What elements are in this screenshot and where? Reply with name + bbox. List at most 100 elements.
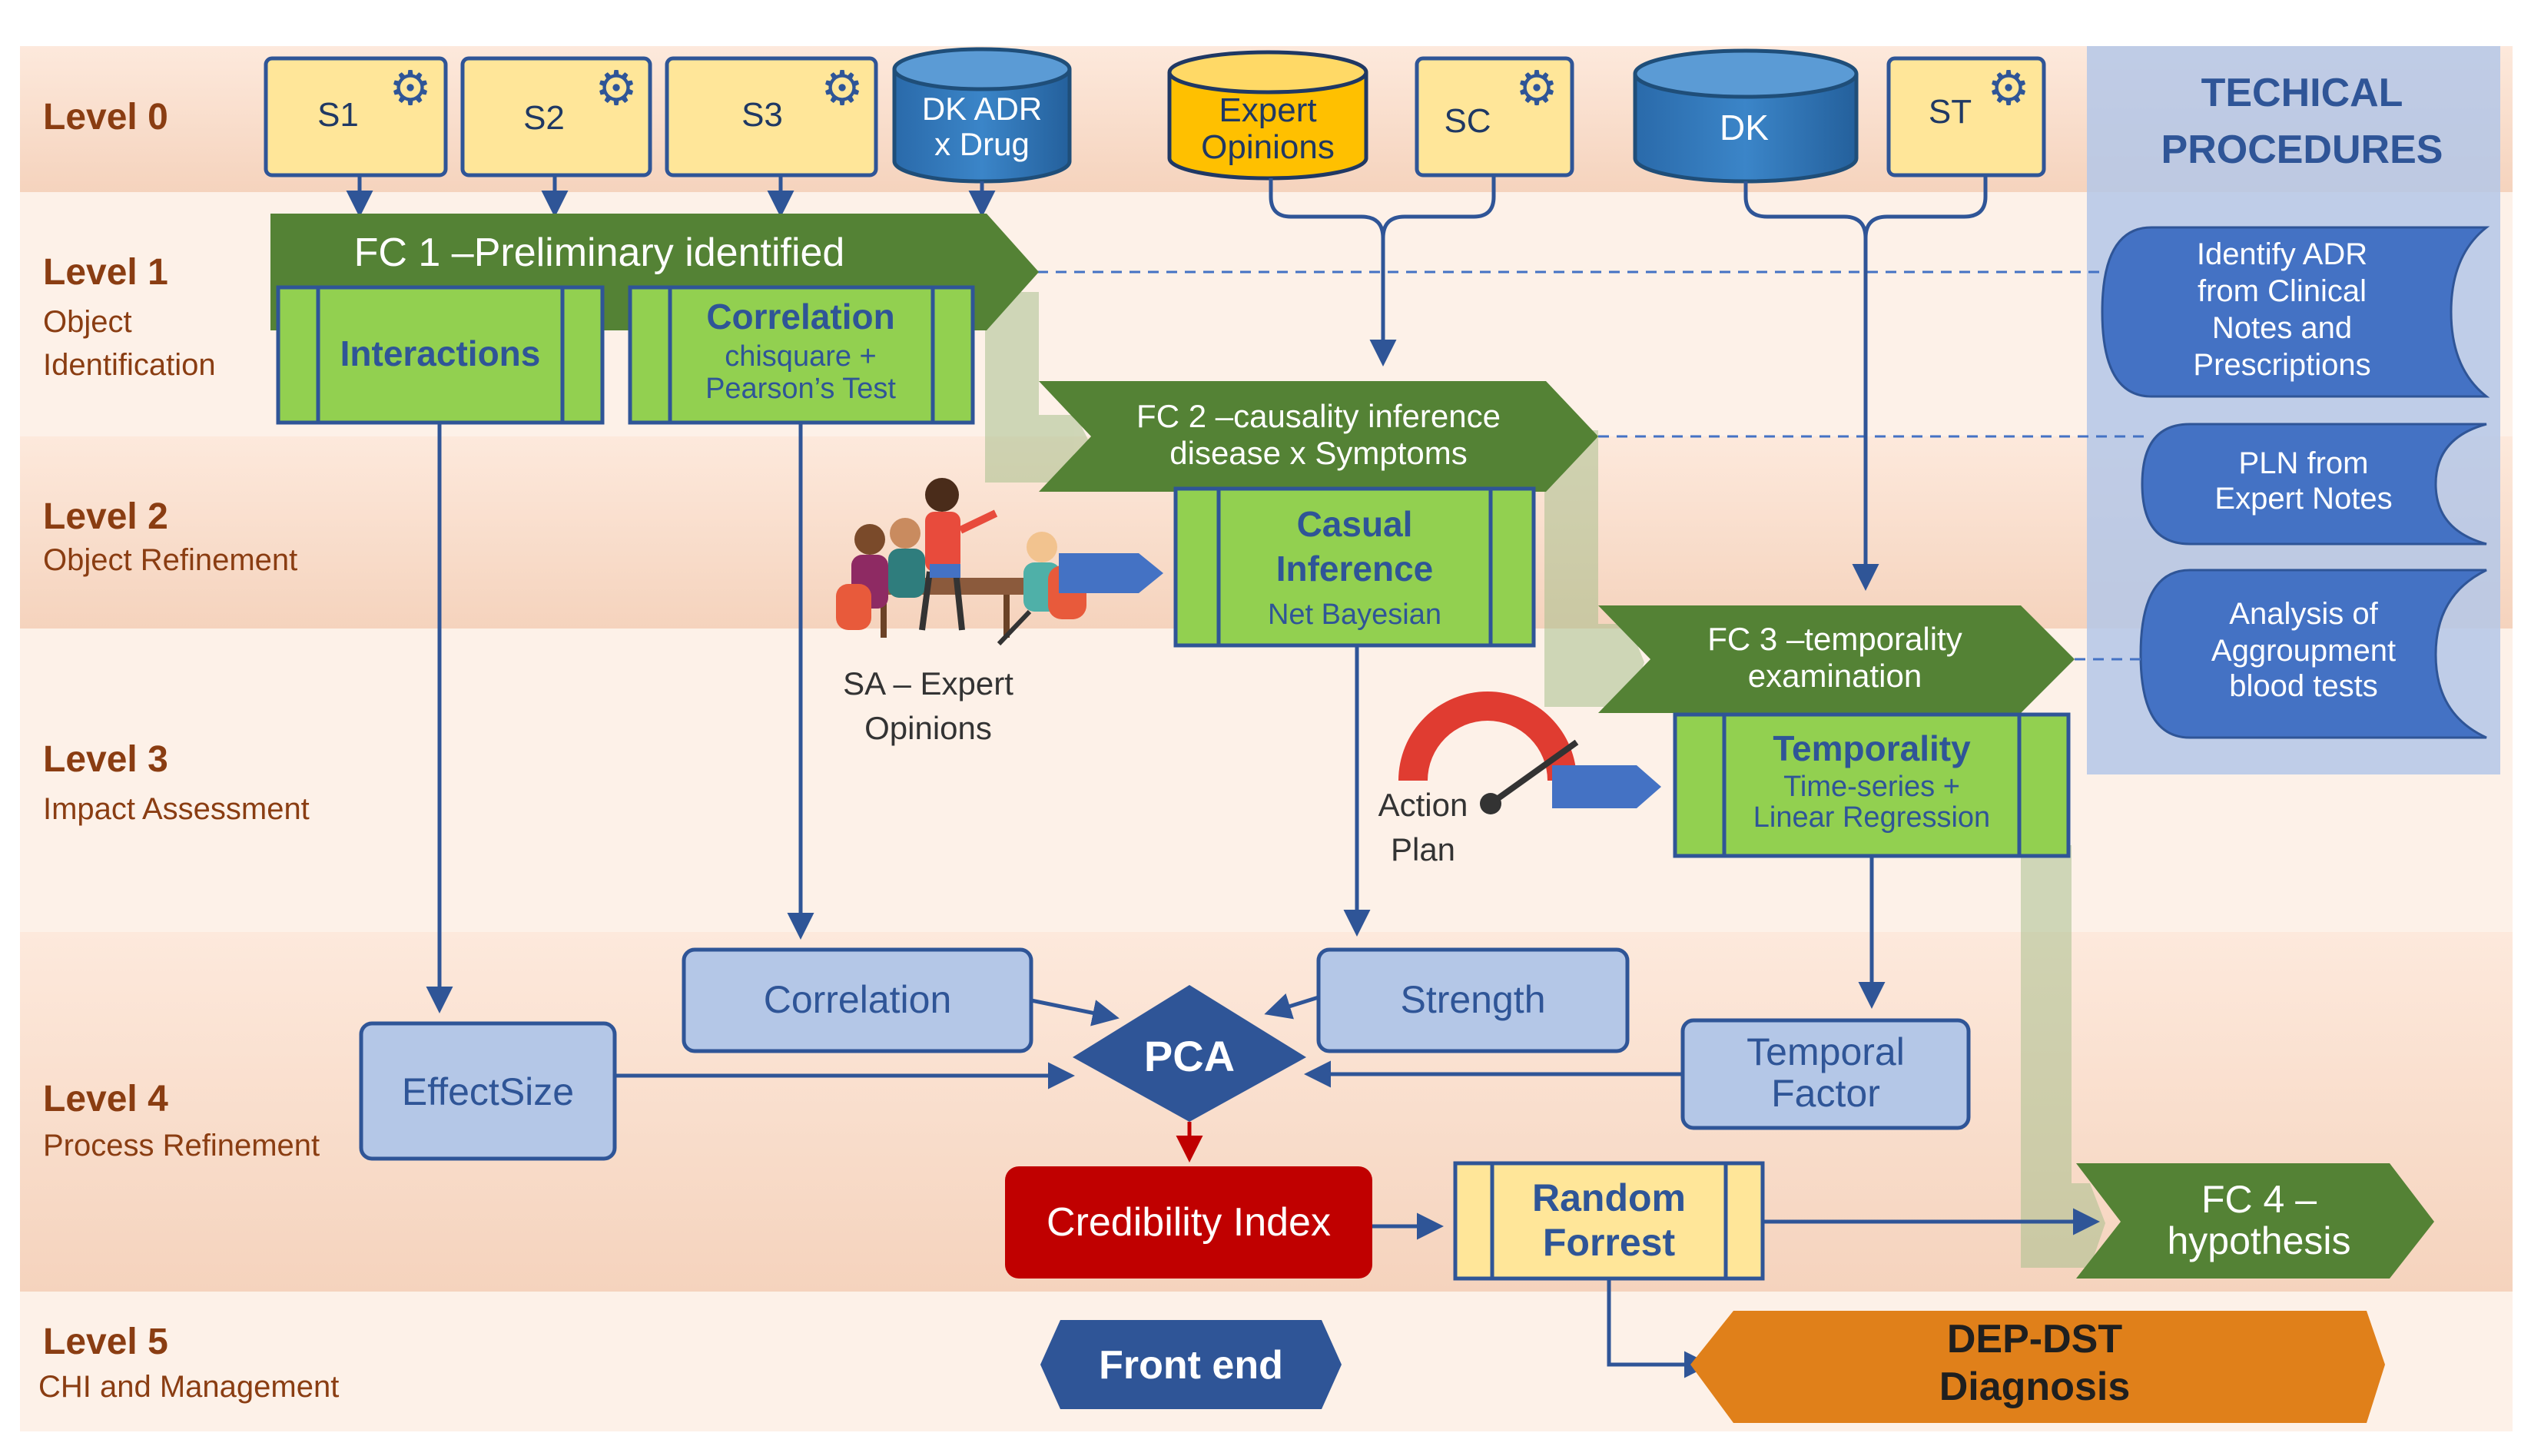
tech-item-1-line-1: Identify ADR [2197,237,2367,271]
source-st: ST ⚙ [1886,56,2046,177]
source-s1: S1 ⚙ [264,56,448,177]
db-expert-line-2: Opinions [1201,128,1335,166]
db-dk-adr-line-1: DK ADR [922,91,1042,127]
person-body-2 [888,549,925,598]
merge-expert-sc [1269,178,1397,366]
flow-ribbons [985,292,2105,1268]
person-body-3 [925,512,960,572]
level-1-subtitle: Object [43,305,132,339]
factor-temporal: Temporal Factor [1680,1018,1971,1130]
process-random-forest: Random Forrest [1453,1161,1765,1281]
level-4-subtitle: Process Refinement [43,1129,320,1162]
sa-expert-line-2: Opinions [864,710,992,746]
level-0-title: Level 0 [43,97,168,138]
temporality-sub-1: Time-series + [1783,771,1960,803]
arrow-correlation-pca [1030,998,1120,1026]
ribbon-fc3-fc4-bottom [2021,1183,2105,1268]
pca-diamond: PCA [1073,985,1306,1122]
fc4-label-line-2: hypothesis [2167,1219,2350,1262]
front-end-output: Front end [1040,1320,1342,1409]
temporal-line-2: Factor [1771,1072,1880,1115]
tech-item-3-line-2: Aggroupment [2211,634,2396,668]
source-st-label: ST [1929,93,1972,131]
db-expert-line-1: Expert [1219,91,1316,129]
fc2-banner: FC 2 –causality inference disease x Symp… [1039,381,1598,492]
interactions-label: Interactions [340,333,541,373]
laptop [930,564,960,578]
fc4-banner: FC 4 – hypothesis [2076,1163,2434,1279]
random-forest-line-2: Forrest [1543,1221,1676,1264]
gear-icon: ⚙ [821,62,864,115]
gear-icon: ⚙ [389,62,432,115]
gear-icon: ⚙ [1987,62,2030,115]
database-expert-opinions: Expert Opinions [1167,50,1368,181]
source-s3-label: S3 [741,96,783,134]
fc3-banner: FC 3 –temporality examination [1598,605,2075,713]
person-head-2 [890,518,921,549]
level-5-title: Level 5 [43,1322,168,1362]
ribbon-fc2-fc3-bottom [1544,624,1644,707]
person-head-4 [1027,532,1057,562]
db-dk-label: DK [1720,108,1769,148]
dep-dst-line-1: DEP-DST [1947,1317,2122,1361]
source-s2-label: S2 [523,99,565,137]
tech-item-2-line-2: Expert Notes [2214,482,2392,516]
action-plan-line-1: Action [1378,787,1468,823]
fc3-label-line-1: FC 3 –temporality [1707,621,1962,657]
casual-title-line-1: Casual [1297,504,1413,544]
fc4-label-line-1: FC 4 – [2201,1178,2317,1221]
pca-connectors [615,993,1683,1090]
tech-item-3-line-1: Analysis of [2229,597,2378,631]
factor-strength: Strength [1316,947,1630,1053]
merge-dk-st [1743,181,1879,591]
level-labels: Level 0 Level 1 Object Identification Le… [38,97,339,1404]
strength-label: Strength [1400,978,1545,1021]
random-forest-line-1: Random [1532,1176,1686,1219]
gear-icon: ⚙ [1515,62,1558,115]
source-s3: S3 ⚙ [665,56,878,177]
source-s1-label: S1 [317,96,359,134]
tech-title-line-2: PROCEDURES [2161,128,2443,172]
tech-item-2-line-1: PLN from [2239,446,2369,480]
tech-item-1-line-3: Notes and [2212,311,2352,345]
person-head-3 [925,478,959,512]
gauge-icon [1398,692,1579,814]
db-dk-adr-line-2: x Drug [934,126,1030,162]
tech-item-1-line-2: from Clinical [2198,274,2367,308]
sa-expert-pointer [1059,553,1163,593]
process-interactions: Interactions [276,285,605,425]
action-plan-line-2: Plan [1391,831,1455,867]
level-2-subtitle: Object Refinement [43,543,297,577]
arrow-forest-dep-dst [1607,1279,1711,1378]
merge-st-branch [1863,175,1988,239]
level-3-title: Level 3 [43,739,168,780]
technical-procedures-panel: TECHICAL PROCEDURES Identify ADR from Cl… [2087,46,2500,774]
source-s2: S2 ⚙ [460,56,652,177]
fc2-label-line-1: FC 2 –causality inference [1136,398,1501,434]
person-head-1 [854,524,885,555]
temporality-sub-2: Linear Regression [1753,801,1990,834]
correlation-sub-1: chisquare + [725,340,877,373]
casual-sub: Net Bayesian [1268,599,1441,631]
tech-item-blood-tests: Analysis of Aggroupment blood tests [2139,569,2487,739]
fc2-label-line-2: disease x Symptoms [1169,435,1467,471]
ribbon-fc3-fc4 [2021,845,2072,1268]
process-connectors [426,423,1886,1013]
sa-expert-line-1: SA – Expert [843,665,1013,701]
level-3-subtitle: Impact Assessment [43,792,310,826]
level-1-subtitle-2: Identification [43,348,216,382]
level-1-title: Level 1 [43,252,168,293]
tech-dashed-links [1037,270,2144,661]
tech-item-1-line-4: Prescriptions [2193,348,2370,382]
tech-item-pln: PLN from Expert Notes [2141,423,2487,546]
temporal-line-1: Temporal [1746,1030,1905,1073]
source-sc: SC ⚙ [1415,56,1574,177]
source-connectors [346,175,1988,591]
chair-1 [836,584,871,630]
level-2-title: Level 2 [43,496,168,537]
dep-dst-output: DEP-DST Diagnosis [1690,1311,2385,1423]
process-correlation: Correlation chisquare + Pearson’s Test [628,285,975,425]
database-dk-adr-drug: DK ADR x Drug [892,47,1072,184]
effectsize-label: EffectSize [402,1070,574,1113]
